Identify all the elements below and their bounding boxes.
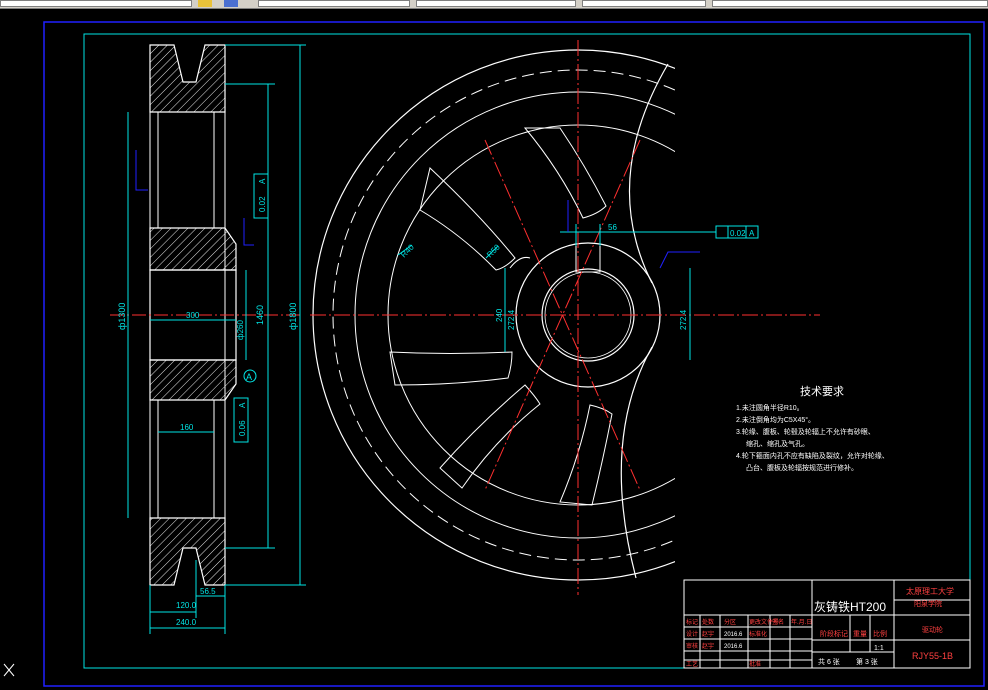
plotstyle-dropdown[interactable]	[712, 0, 988, 7]
dim-d-pitch: ф1300	[117, 303, 127, 330]
sheet-outer-frame	[43, 21, 985, 687]
dim-d-hub: ф260	[236, 320, 245, 340]
dim-len-56: 56.5	[200, 587, 216, 596]
dim-len-160: 160	[180, 423, 194, 432]
title-row-label-4: 更改文件号	[749, 618, 779, 626]
title-scale: 1:1	[874, 645, 884, 652]
title-role-process: 工艺	[686, 660, 698, 668]
tech-req-item-4: 缩孔、缩孔及气孔。	[746, 439, 809, 448]
title-sheet-total: 共 6 张	[818, 657, 840, 666]
dim-len-240: 240.0	[176, 618, 197, 627]
layer-state-icon[interactable]	[224, 0, 238, 7]
tech-req-item-5: 4.轮下箍面内孔不应有缺陷及裂纹，允许对轮缘、	[736, 451, 889, 460]
dim-d-mid: 1460	[255, 305, 265, 325]
title-scale-label: 比例	[873, 629, 887, 638]
title-row-label-6: 年.月.日	[791, 618, 812, 626]
tol-datum-3: A	[749, 229, 755, 238]
svg-text:A: A	[246, 372, 252, 382]
lineweight-dropdown[interactable]	[582, 0, 706, 7]
title-name-2: 赵宇	[702, 642, 714, 650]
cad-toolbar	[0, 0, 988, 9]
title-role-standard: 标准化	[749, 630, 767, 638]
title-dept: 阳泉学院	[914, 599, 942, 608]
sheet-inner-frame	[83, 33, 971, 669]
title-sheet-no: 第 3 张	[856, 657, 878, 666]
title-row-label-1: 标记	[686, 618, 698, 626]
title-weight-label: 重量	[853, 630, 867, 638]
dim-keyway-w: 56	[608, 223, 617, 232]
tech-req-item-2: 2.未注倒角均为C5X45°。	[736, 415, 815, 424]
title-date-1: 2016.6	[724, 632, 743, 638]
title-stage-label: 阶段标记	[820, 629, 848, 638]
front-view	[310, 40, 820, 595]
title-name-1: 赵宇	[702, 630, 714, 638]
title-school: 太原理工大学	[906, 586, 954, 596]
tol-radial-runout: 0.02	[258, 196, 267, 212]
tol-datum-2: A	[238, 402, 247, 408]
ucs-icon	[3, 663, 15, 677]
dim-keyway-h-left: 272.4	[507, 309, 516, 330]
title-block	[683, 579, 971, 669]
title-role-approve: 批准	[749, 660, 761, 668]
title-material: 灰铸铁HT200	[814, 599, 886, 614]
title-row-label-2: 处数	[702, 618, 714, 626]
tech-req-item-6: 凸台、腹板及轮辐按规范进行修补。	[746, 463, 858, 472]
title-role-review: 审核	[686, 642, 698, 650]
tech-req-item-3: 3.轮缘、腹板、轮毂及轮辐上不允许有砂眼、	[736, 427, 875, 436]
layer-dropdown[interactable]	[0, 0, 192, 7]
title-row-label-3: 分区	[724, 618, 736, 626]
layer-icon[interactable]	[198, 0, 212, 7]
tech-req-heading: 技术要求	[800, 385, 844, 398]
tol-axial-runout: 0.06	[238, 420, 247, 436]
dim-bore: 240	[495, 308, 504, 322]
tol-datum-1: A	[258, 178, 267, 184]
title-role-design: 设计	[686, 630, 698, 638]
color-dropdown[interactable]	[258, 0, 410, 7]
section-view: A	[110, 44, 306, 634]
title-drawing-no: RJY55-1B	[912, 651, 953, 661]
title-row-label-5: 签名	[772, 618, 784, 626]
dim-d-outer: ф1800	[288, 303, 298, 330]
linetype-dropdown[interactable]	[416, 0, 576, 7]
title-date-2: 2016.6	[724, 644, 743, 650]
drawing-canvas[interactable]: A ф1300 1460 ф1800 ф260 300 160 120.0 56…	[0, 8, 988, 690]
dim-r-inner: R50	[485, 242, 502, 259]
tech-req-item-1: 1.未注圆角半径R10。	[736, 403, 804, 412]
tol-symmetry: 0.02	[730, 229, 746, 238]
title-part-name: 驱动轮	[922, 625, 943, 634]
dim-len-300: 300	[186, 311, 200, 320]
dim-keyway-h-right: 272.4	[679, 309, 688, 330]
dim-len-120: 120.0	[176, 601, 197, 610]
